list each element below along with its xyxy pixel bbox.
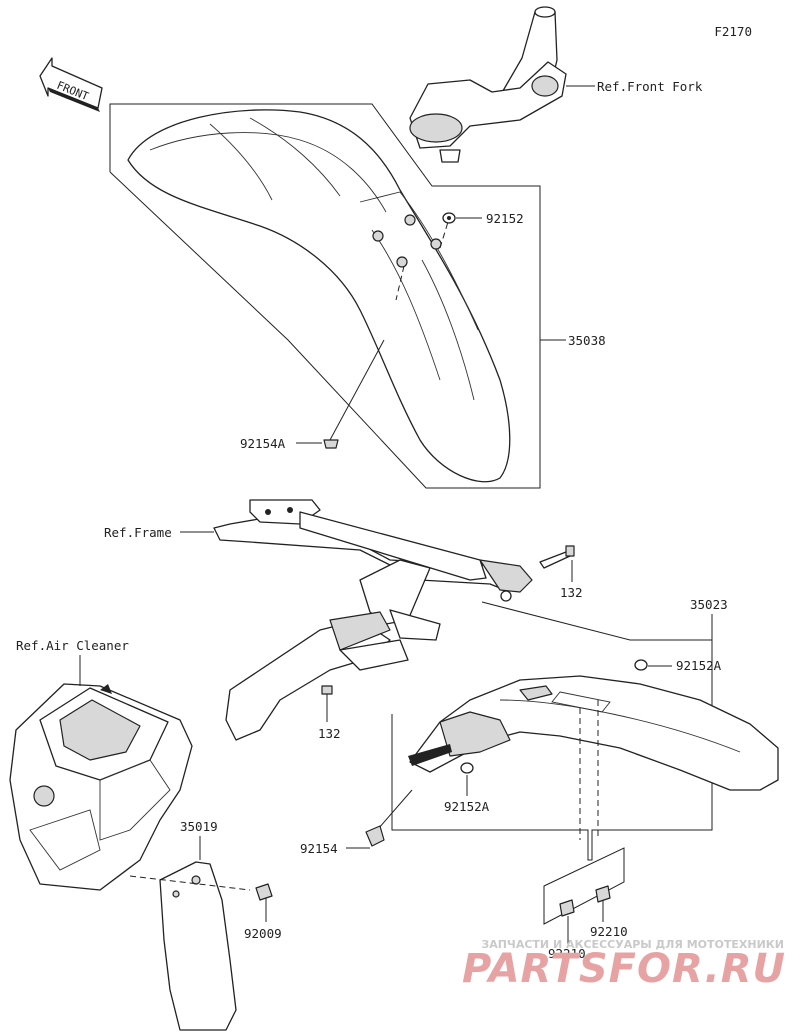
callout-92152A-right: 92152A: [676, 658, 722, 673]
washer-92152-top: [442, 212, 482, 224]
ref-front-fork-label: Ref.Front Fork: [597, 79, 703, 94]
rear-fender-drawing: [408, 675, 779, 840]
callout-92154A: 92154A: [240, 436, 286, 451]
bolt-132-left: [321, 685, 333, 722]
callout-92154: 92154: [300, 841, 338, 856]
bolt-92154: [346, 789, 413, 849]
callout-92152-top: 92152: [486, 211, 524, 226]
front-fender-frame: [109, 103, 541, 489]
watermark-tagline: ЗАПЧАСТИ И АКСЕССУАРЫ ДЛЯ МОТОТЕХНИКИ: [481, 938, 784, 951]
ref-air-cleaner-label: Ref.Air Cleaner: [16, 638, 129, 653]
callout-35038: 35038: [568, 333, 606, 348]
callout-35019: 35019: [180, 819, 218, 834]
callout-35023: 35023: [690, 597, 728, 612]
air-cleaner-drawing: [9, 655, 193, 891]
callout-92152A-bottom: 92152A: [444, 799, 490, 814]
washer-92152A-bottom: [460, 762, 474, 796]
callout-92009: 92009: [244, 926, 282, 941]
callout-92210-left: 92210: [548, 946, 586, 961]
figure-code: F2170: [714, 24, 752, 39]
callout-92210-right: 92210: [590, 924, 628, 939]
rear-fender-frame: [391, 601, 713, 861]
callout-132-left: 132: [318, 726, 341, 741]
front-arrow-icon: FRONT: [39, 57, 103, 112]
front-fork-drawing: [409, 6, 595, 163]
screw-92009: [255, 883, 273, 922]
bolt-132-right: [539, 545, 575, 582]
bolt-92154A: [296, 339, 385, 449]
mud-flap-drawing: [129, 836, 251, 1031]
nut-plate-box: [543, 847, 625, 944]
ref-frame-label: Ref.Frame: [104, 525, 172, 540]
watermark-brand: PARTSFOR.RU: [462, 946, 786, 992]
washer-92152A-right: [634, 659, 672, 671]
front-fender-drawing: [127, 109, 511, 483]
rear-subframe-drawing: [180, 499, 533, 741]
callout-132-right: 132: [560, 585, 583, 600]
